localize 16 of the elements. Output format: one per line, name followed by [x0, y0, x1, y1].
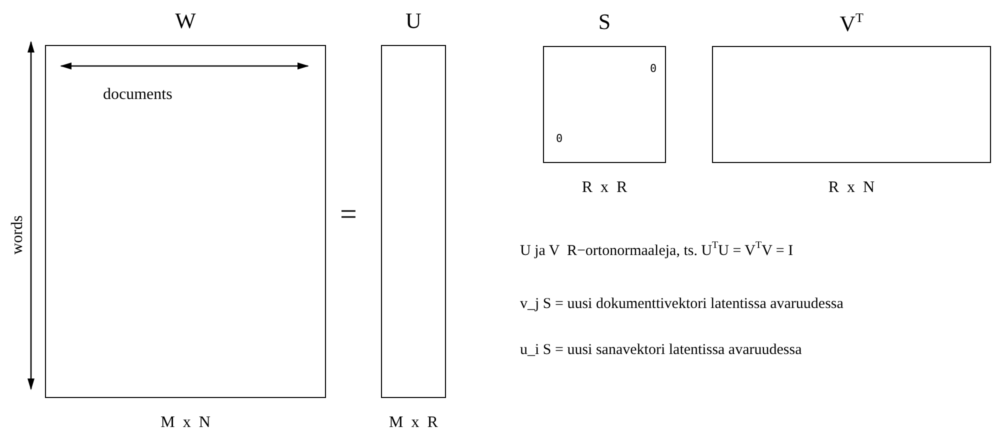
equals-sign: =	[340, 200, 357, 230]
zero-entry: 0	[650, 63, 657, 74]
dimension-label: M x R	[389, 415, 438, 431]
matrix-name: V$^{T}$	[840, 11, 864, 35]
zero-entry: 0	[556, 133, 563, 144]
matrix-name: S	[598, 11, 611, 33]
dimension-label: R x N	[828, 180, 875, 196]
dimension-label: M x N	[160, 415, 210, 431]
formula-text: u_i S = uusi sanavektori latentissa avaruudessa	[520, 343, 802, 358]
matrix-name: U	[406, 10, 422, 32]
dimension-label: R x R	[582, 180, 628, 196]
formula-text: U ja V R−ortonormaaleja, ts. U$^{T}$U = V$^{T}$V = I	[520, 241, 794, 259]
axis-label: documents	[103, 87, 172, 103]
matrix-name: W	[175, 10, 196, 32]
axis-label: words	[10, 215, 26, 255]
formula-text: v_j S = uusi dokumenttivektori latentissa avaruudessa	[520, 297, 844, 312]
